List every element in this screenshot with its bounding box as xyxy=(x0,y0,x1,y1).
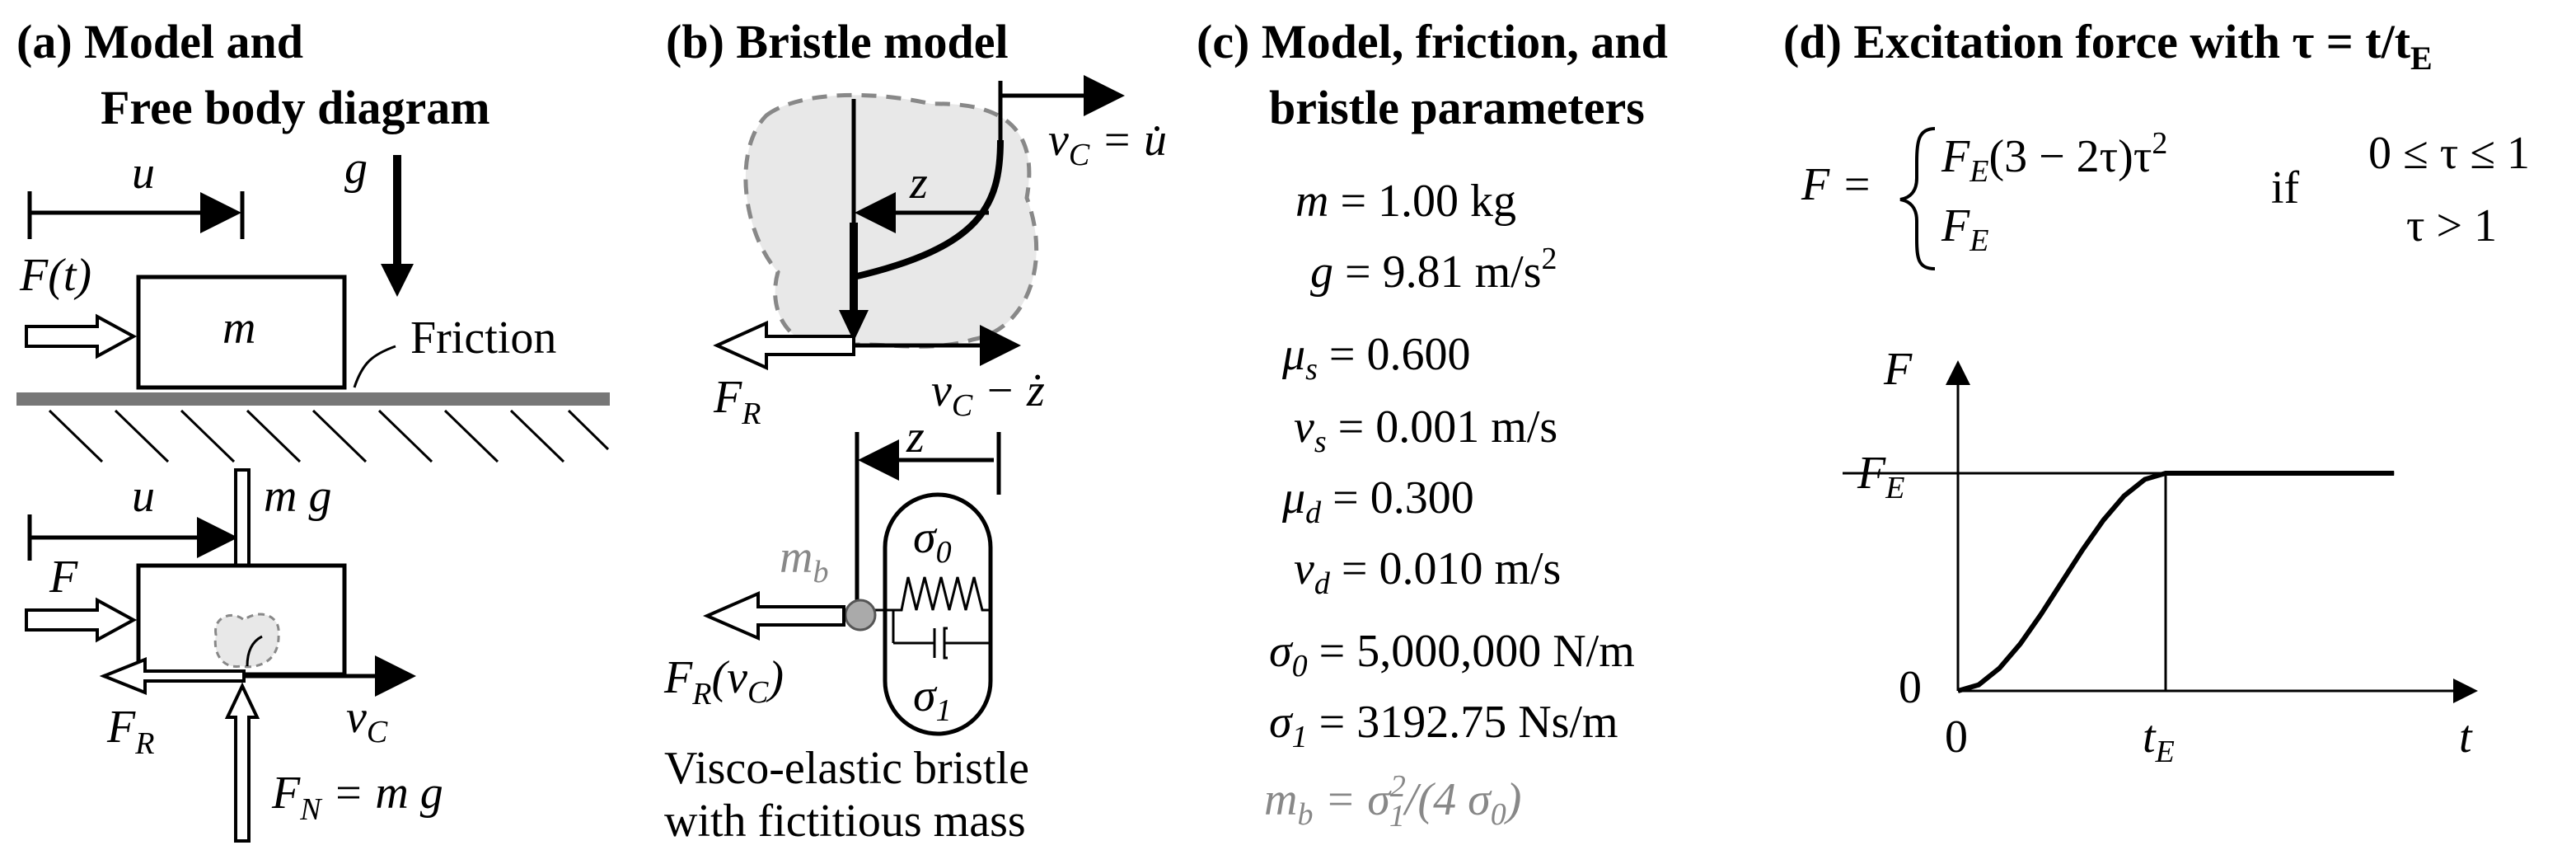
param-sigma1: σ1 = 3192.75 Ns/m xyxy=(1269,697,1618,754)
label-z-top: z xyxy=(909,157,928,209)
label-sigma1: σ1 xyxy=(913,670,952,728)
damper-cylinder xyxy=(943,627,991,660)
case2-expr: FE xyxy=(1941,200,1988,258)
case1-expr: FE(3 − 2τ)τ2 xyxy=(1941,126,2167,189)
cond1: 0 ≤ τ ≤ 1 xyxy=(2368,128,2530,179)
label-Ft: F(t) xyxy=(19,250,91,301)
label-FN: FN = m g xyxy=(271,768,443,827)
tick-zero-y: 0 xyxy=(1899,662,1922,713)
bristle-curve xyxy=(853,139,1004,280)
fictitious-mass-ball xyxy=(844,599,877,632)
caption-line2: with fictitious mass xyxy=(664,796,1026,847)
piecewise-brace xyxy=(1899,127,1936,270)
label-F: F xyxy=(49,552,78,603)
contact-patch xyxy=(213,613,280,669)
label-mb: mb xyxy=(780,532,828,589)
label-mg: m g xyxy=(264,471,331,522)
panel-b: (b) Bristle model vC = u̇ z FR vC − ż z … xyxy=(663,15,1167,847)
param-mu-d: μd = 0.300 xyxy=(1281,472,1474,530)
panel-a-title-line1: (a) Model and xyxy=(16,15,303,68)
gravity-arrowhead xyxy=(381,264,414,297)
panel-c-title-line1: (c) Model, friction, and xyxy=(1197,15,1668,68)
ground-surface xyxy=(16,392,610,406)
eq-lhs: F = xyxy=(1801,159,1872,210)
panel-c: (c) Model, friction, and bristle paramet… xyxy=(1197,15,1668,834)
param-mu-s: μs = 0.600 xyxy=(1281,329,1471,387)
ground-hatching xyxy=(48,409,610,463)
label-vC: vC xyxy=(346,692,388,749)
tick-FE: FE xyxy=(1857,448,1904,505)
label-sigma0: σ0 xyxy=(913,512,952,570)
mass-block xyxy=(136,275,347,390)
bristle-force-arrow xyxy=(702,590,845,641)
axis-y-label: F xyxy=(1883,344,1913,395)
param-v-d: vd = 0.010 m/s xyxy=(1294,543,1561,601)
if-word: if xyxy=(2271,162,2300,214)
normal-force-arrow xyxy=(224,682,260,843)
bristle-contact-blob xyxy=(743,92,1039,350)
panel-c-title-line2: bristle parameters xyxy=(1269,81,1645,134)
panel-a: (a) Model and Free body diagram u g F(t)… xyxy=(16,15,610,843)
label-friction: Friction xyxy=(410,312,556,364)
label-FR: FR xyxy=(106,702,154,761)
axis-x-label: t xyxy=(2459,711,2473,763)
bristle-down-arrowhead xyxy=(839,310,869,341)
force-series-line xyxy=(1957,471,2395,693)
label-m: m xyxy=(222,303,255,354)
bristle-friction-arrow xyxy=(713,320,855,371)
excitation-chart: F t FE 0 0 tE xyxy=(1843,344,2478,769)
label-FRvC: FR(vC) xyxy=(663,652,784,711)
panel-d: (d) Excitation force with τ = t/tE F = F… xyxy=(1783,15,2530,769)
spring-element xyxy=(893,576,991,612)
fbd-force-arrow xyxy=(25,597,138,643)
caption-line1: Visco-elastic bristle xyxy=(664,743,1029,794)
label-vC-top: vC = u̇ xyxy=(1048,115,1167,172)
cond2: τ > 1 xyxy=(2406,200,2497,251)
label-vC-zdot: vC − ż xyxy=(931,365,1045,423)
tick-zero-x: 0 xyxy=(1945,711,1968,763)
panel-d-title: (d) Excitation force with τ = t/tE xyxy=(1783,15,2433,77)
bristle-curve-small xyxy=(246,635,263,667)
panel-a-title-line2: Free body diagram xyxy=(101,81,490,134)
label-FR-b: FR xyxy=(713,372,761,431)
label-u-bottom: u xyxy=(132,471,155,522)
tick-tE: tE xyxy=(2143,711,2175,769)
label-z-bottom: z xyxy=(906,411,925,463)
label-g: g xyxy=(344,143,368,194)
param-m: m = 1.00 kg xyxy=(1295,176,1516,227)
panel-b-title: (b) Bristle model xyxy=(666,15,1009,68)
friction-leader-line xyxy=(353,345,396,388)
param-g: g = 9.81 m/s2 xyxy=(1310,242,1557,298)
param-v-s: vs = 0.001 m/s xyxy=(1294,402,1557,459)
applied-force-arrow xyxy=(25,313,138,359)
param-sigma0: σ0 = 5,000,000 N/m xyxy=(1269,626,1635,683)
friction-force-arrow xyxy=(99,657,246,695)
label-u-top: u xyxy=(132,148,155,199)
